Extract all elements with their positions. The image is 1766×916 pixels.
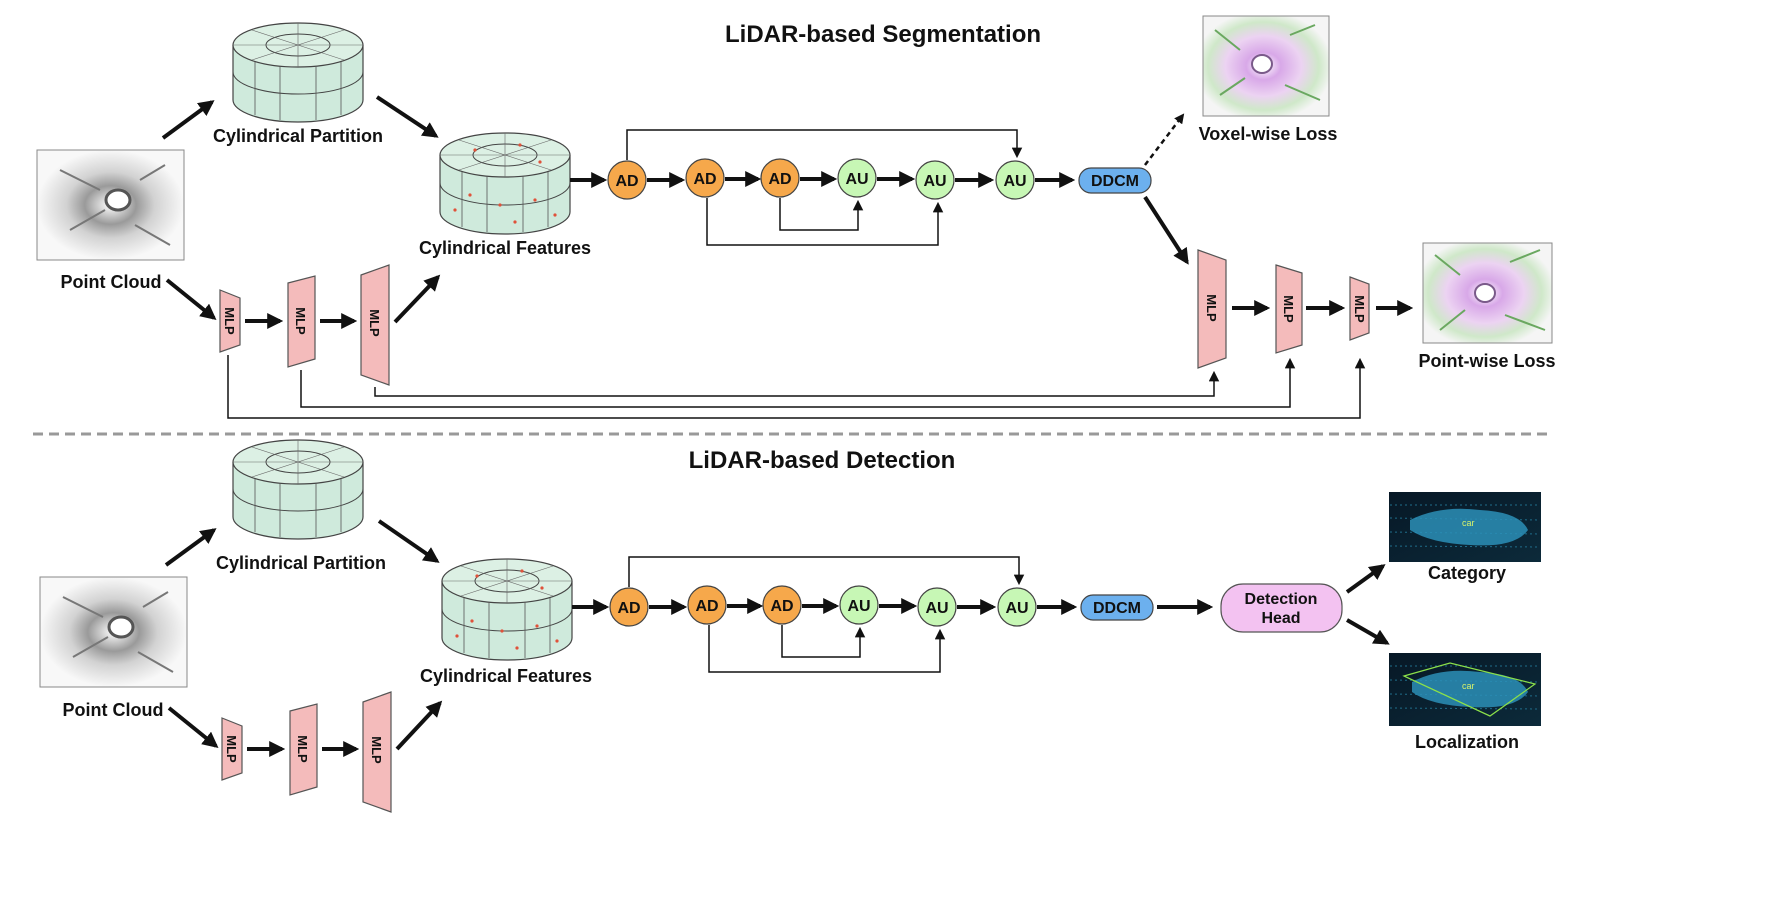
seg-node-au-1-label: AU xyxy=(845,171,868,188)
det-mlp-2-label: MLP xyxy=(295,735,310,763)
seg-point-output-image xyxy=(1422,242,1553,344)
seg-head-mlp-1-label: MLP xyxy=(1204,294,1219,322)
seg-skip-mlp1-hmlp3 xyxy=(227,355,1366,419)
seg-mlp-1: MLP xyxy=(219,289,241,353)
det-node-ad-1: AD xyxy=(609,587,649,627)
seg-head-mlp-1: MLP xyxy=(1197,249,1227,369)
seg-point-cloud-label: Point Cloud xyxy=(61,272,162,292)
seg-node-ad-3-label: AD xyxy=(768,171,791,188)
det-node-ad-2: AD xyxy=(687,585,727,625)
det-cylindrical-partition xyxy=(232,439,364,540)
seg-head-mlp-2-label: MLP xyxy=(1281,295,1296,323)
det-features-label: Cylindrical Features xyxy=(420,666,592,686)
seg-features-label: Cylindrical Features xyxy=(419,238,591,258)
det-mlp-3: MLP xyxy=(362,691,392,813)
seg-point-loss-label: Point-wise Loss xyxy=(1418,351,1555,371)
det-arrow-head-category xyxy=(1345,564,1386,594)
seg-ddcm-block: DDCM xyxy=(1078,167,1152,194)
seg-head-mlp-3-label: MLP xyxy=(1352,295,1367,323)
seg-skip-mlp2-hmlp2 xyxy=(300,357,1296,408)
det-skip-ad3-au1 xyxy=(781,625,866,658)
det-mlp-1-label: MLP xyxy=(224,735,239,763)
det-localization-label: Localization xyxy=(1415,732,1519,752)
det-head-label-2: Head xyxy=(1261,610,1300,627)
seg-node-ad-2-label: AD xyxy=(693,171,716,188)
seg-cylindrical-partition xyxy=(232,22,364,123)
seg-point-cloud-image xyxy=(36,149,185,261)
seg-node-ad-2: AD xyxy=(685,158,725,198)
seg-arrow-pc-mlp xyxy=(165,278,217,321)
seg-node-au-1: AU xyxy=(837,158,877,198)
det-arrow-pc-partition xyxy=(164,528,217,567)
det-node-ad-3: AD xyxy=(762,585,802,625)
seg-arrow-pc-partition xyxy=(161,100,215,140)
seg-node-au-2-label: AU xyxy=(923,173,946,190)
det-ddcm-block: DDCM xyxy=(1080,594,1154,621)
seg-skip-ad2-au2 xyxy=(706,198,944,246)
seg-node-au-2: AU xyxy=(915,160,955,200)
det-detection-head: Detection Head xyxy=(1220,583,1343,633)
det-localization-car-tag: car xyxy=(1462,681,1475,691)
det-node-au-2-label: AU xyxy=(925,600,948,617)
det-head-label-1: Detection xyxy=(1245,591,1318,608)
seg-skip-mlp3-hmlp1 xyxy=(374,370,1220,397)
det-category-image: car xyxy=(1389,492,1541,562)
segmentation-title: LiDAR-based Segmentation xyxy=(725,21,1041,48)
det-arrow-partition-features xyxy=(377,519,440,563)
seg-arrow-mlp3-features xyxy=(393,274,441,324)
seg-mlp-2-label: MLP xyxy=(293,307,308,335)
seg-node-ad-1: AD xyxy=(607,160,647,200)
det-mlp-3-label: MLP xyxy=(369,736,384,764)
seg-voxel-loss-label: Voxel-wise Loss xyxy=(1199,124,1338,144)
seg-mlp-3: MLP xyxy=(360,264,390,386)
seg-arrow-ddcm-head xyxy=(1143,195,1189,265)
seg-head-mlp-3: MLP xyxy=(1349,276,1370,341)
det-category-car-tag: car xyxy=(1462,518,1475,528)
seg-skip-ad3-au1 xyxy=(779,198,864,231)
det-point-cloud-label: Point Cloud xyxy=(63,700,164,720)
segmentation-section: LiDAR-based Segmentation Point Cloud Cyl… xyxy=(36,15,1556,419)
det-arrow-mlp3-features xyxy=(395,700,443,751)
det-mlp-2: MLP xyxy=(289,703,318,796)
seg-node-ad-1-label: AD xyxy=(615,173,638,190)
seg-ddcm-label: DDCM xyxy=(1091,173,1139,190)
det-category-label: Category xyxy=(1428,563,1506,583)
det-node-au-1-label: AU xyxy=(847,598,870,615)
seg-node-au-3: AU xyxy=(995,160,1035,200)
seg-skip-ad1-au3 xyxy=(626,129,1023,160)
seg-arrow-partition-features xyxy=(375,95,439,138)
det-node-au-3: AU xyxy=(997,587,1037,627)
seg-node-au-3-label: AU xyxy=(1003,173,1026,190)
seg-voxel-output-image xyxy=(1202,15,1330,117)
det-skip-ad1-au3 xyxy=(628,556,1025,587)
seg-arrow-ddcm-voxel xyxy=(1144,113,1185,166)
seg-partition-label: Cylindrical Partition xyxy=(213,126,383,146)
det-node-au-3-label: AU xyxy=(1005,600,1028,617)
detection-section: LiDAR-based Detection Point Cloud Cylind… xyxy=(39,439,1541,813)
det-node-au-2: AU xyxy=(917,587,957,627)
det-partition-label: Cylindrical Partition xyxy=(216,553,386,573)
det-localization-image: car xyxy=(1389,653,1541,726)
det-node-ad-1-label: AD xyxy=(617,600,640,617)
det-arrow-pc-mlp xyxy=(167,706,219,749)
det-node-ad-2-label: AD xyxy=(695,598,718,615)
seg-mlp-1-label: MLP xyxy=(222,307,237,335)
det-skip-ad2-au2 xyxy=(708,625,946,673)
det-point-cloud-image xyxy=(39,576,188,688)
seg-mlp-3-label: MLP xyxy=(367,309,382,337)
seg-node-ad-3: AD xyxy=(760,158,800,198)
det-ddcm-label: DDCM xyxy=(1093,600,1141,617)
det-mlp-1: MLP xyxy=(221,717,243,781)
det-arrow-head-localization xyxy=(1346,618,1390,645)
det-node-ad-3-label: AD xyxy=(770,598,793,615)
seg-mlp-2: MLP xyxy=(287,275,316,368)
det-cylindrical-features xyxy=(441,558,573,661)
det-node-au-1: AU xyxy=(839,585,879,625)
detection-title: LiDAR-based Detection xyxy=(689,447,956,474)
seg-cylindrical-features xyxy=(439,132,571,235)
seg-head-mlp-2: MLP xyxy=(1275,264,1303,354)
